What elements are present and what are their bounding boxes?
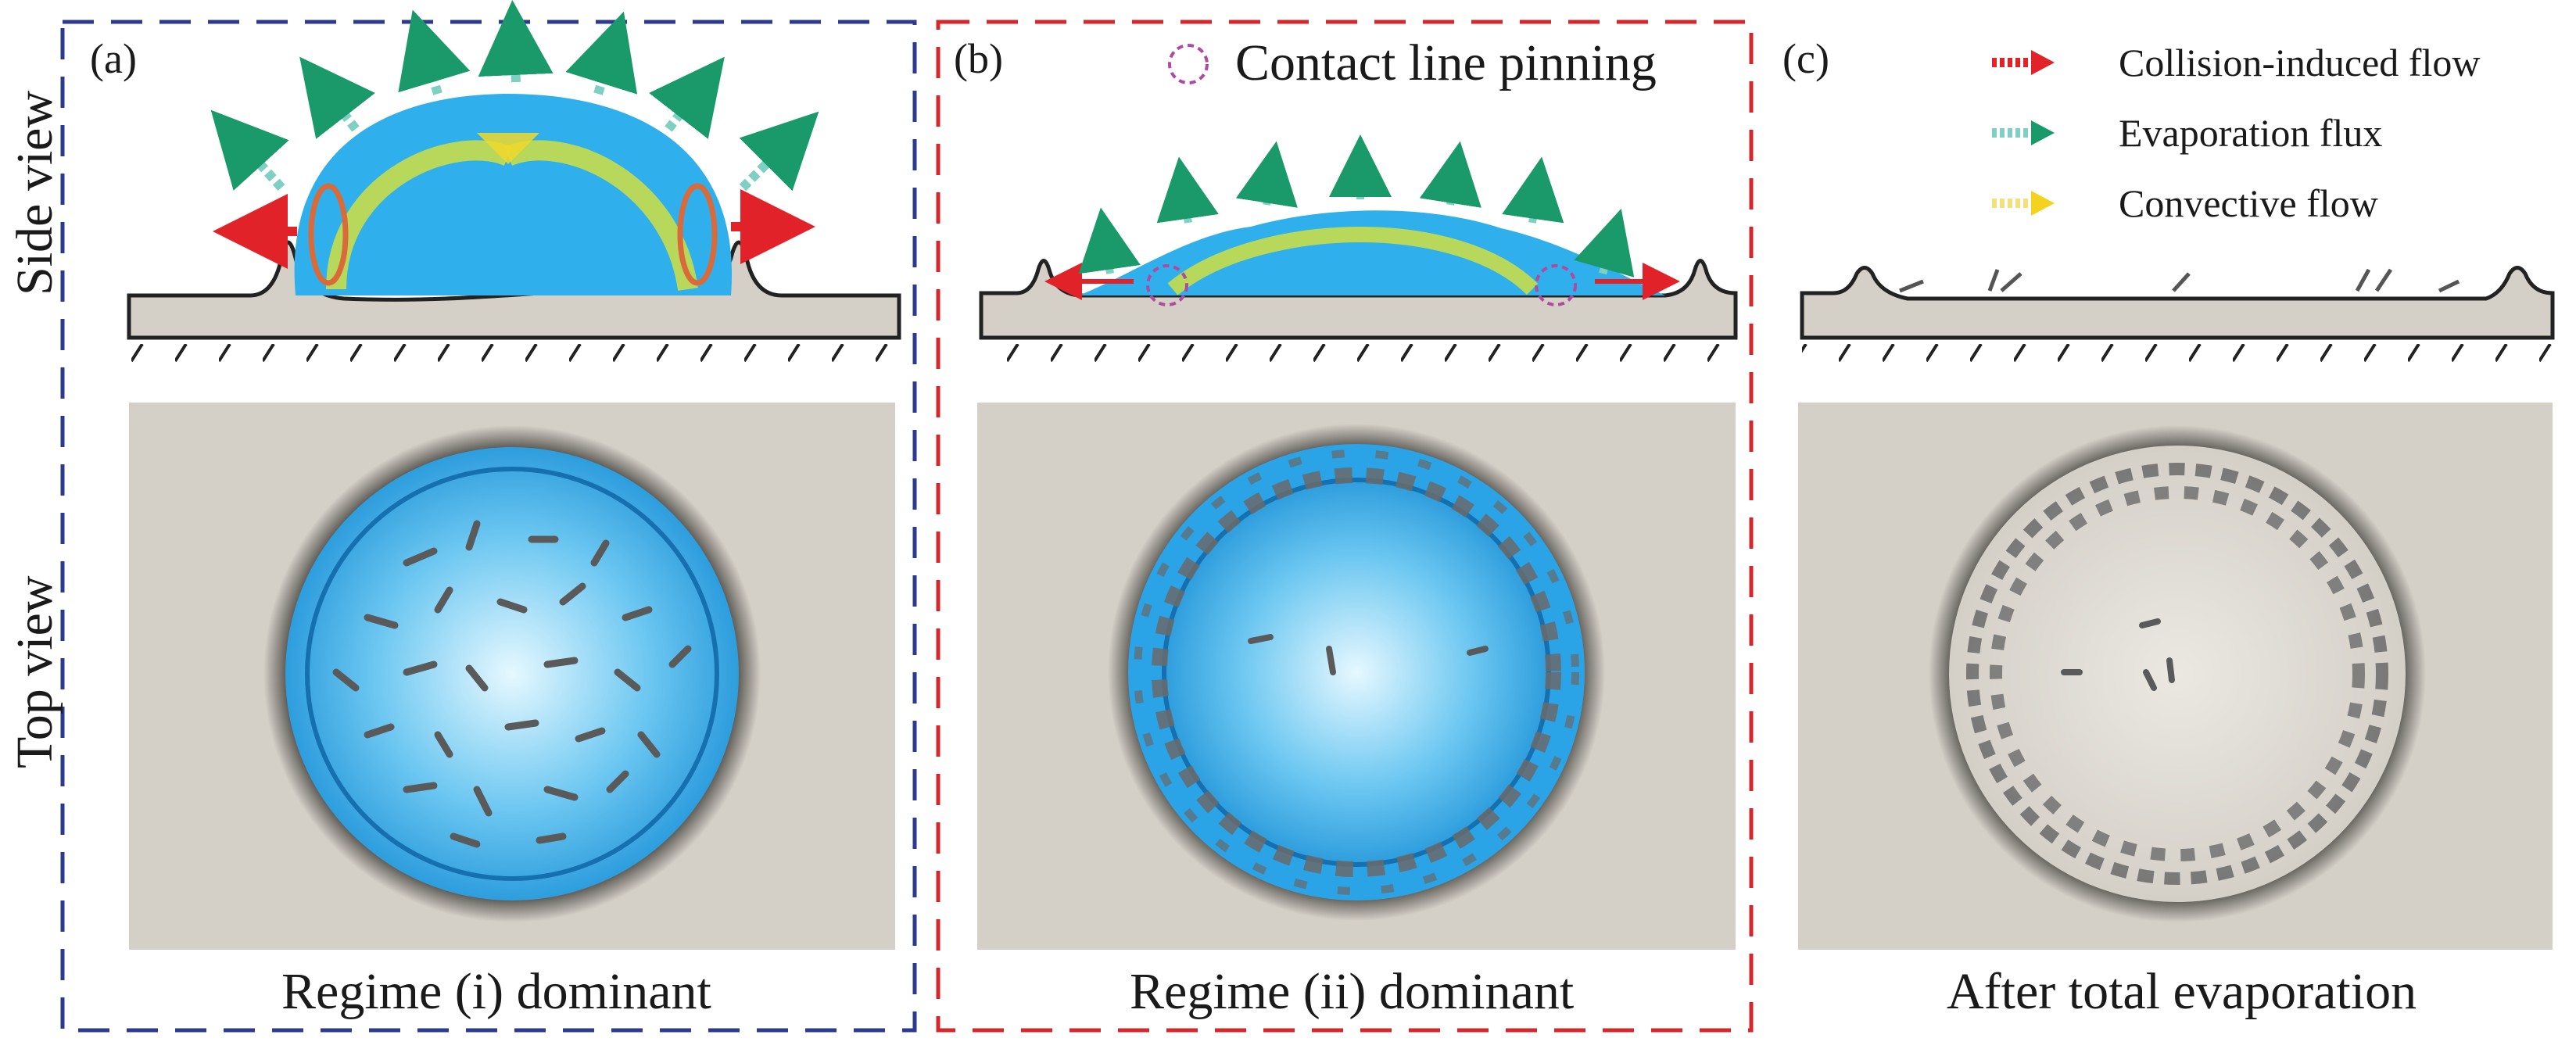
substrate-hatch <box>1802 338 2553 369</box>
panel-c-caption: After total evaporation <box>1947 963 2417 1020</box>
legend-label-convective: Convective flow <box>2119 181 2378 225</box>
panel-c-label: (c) <box>1782 35 1829 82</box>
substrate-film <box>1800 266 2555 340</box>
substrate-hatch <box>981 338 1736 369</box>
panel-a-caption: Regime (i) dominant <box>281 963 711 1020</box>
panel-b-caption: Regime (ii) dominant <box>1130 963 1575 1020</box>
panel-a-top-view <box>129 403 895 950</box>
legend-swatches <box>1992 50 2055 216</box>
droplet-cap <box>294 94 733 295</box>
panel-c-top-view <box>1798 403 2553 950</box>
row-label-top: Top view <box>6 575 63 768</box>
pinning-marker-right <box>1535 264 1577 306</box>
panel-a-frame <box>60 20 917 1033</box>
evap-arrow <box>1502 156 1564 224</box>
row-label-side: Side view <box>6 90 63 295</box>
deposit-area <box>1949 446 2406 902</box>
evap-arrow <box>1574 208 1635 277</box>
panel-b-top-view <box>977 403 1736 950</box>
deposit-ring-outer <box>1966 463 2388 885</box>
evap-arrow <box>649 56 725 139</box>
panel-b-side-view <box>979 134 1738 369</box>
particles <box>332 520 692 848</box>
panel-a-label: (a) <box>90 35 137 82</box>
legend-label-collision: Collision-induced flow <box>2119 41 2481 84</box>
circulation-right <box>677 183 718 286</box>
deposit-ring-inner <box>1990 486 2365 861</box>
evap-arrow <box>478 0 554 83</box>
evap-arrow <box>1419 141 1481 208</box>
pinning-legend-label: Contact line pinning <box>1235 34 1657 91</box>
panel-b-frame <box>936 20 1754 1033</box>
droplet-cap <box>1079 210 1665 295</box>
particle-ring <box>1152 467 1561 877</box>
evap-arrow <box>1156 156 1219 224</box>
panel-a-side-view <box>127 0 901 369</box>
panel-c-side-view <box>1800 266 2555 369</box>
droplet-top <box>285 447 739 900</box>
evap-arrow <box>1078 207 1141 274</box>
evap-arrow <box>398 9 471 95</box>
pinning-marker-left <box>1146 264 1188 306</box>
convective-flow-right <box>503 140 698 292</box>
evap-arrow <box>739 111 819 192</box>
substrate-hatch <box>129 338 899 369</box>
legend-label-evaporation: Evaporation flux <box>2119 111 2383 155</box>
evap-arrow <box>1235 141 1298 208</box>
evap-arrow <box>210 109 289 192</box>
pinning-legend-icon <box>1168 44 1209 84</box>
evap-arrow <box>299 56 375 139</box>
evap-arrow <box>565 11 638 95</box>
circulation-left <box>308 183 349 286</box>
contact-line <box>305 467 719 881</box>
panel-b-label: (b) <box>954 35 1003 82</box>
